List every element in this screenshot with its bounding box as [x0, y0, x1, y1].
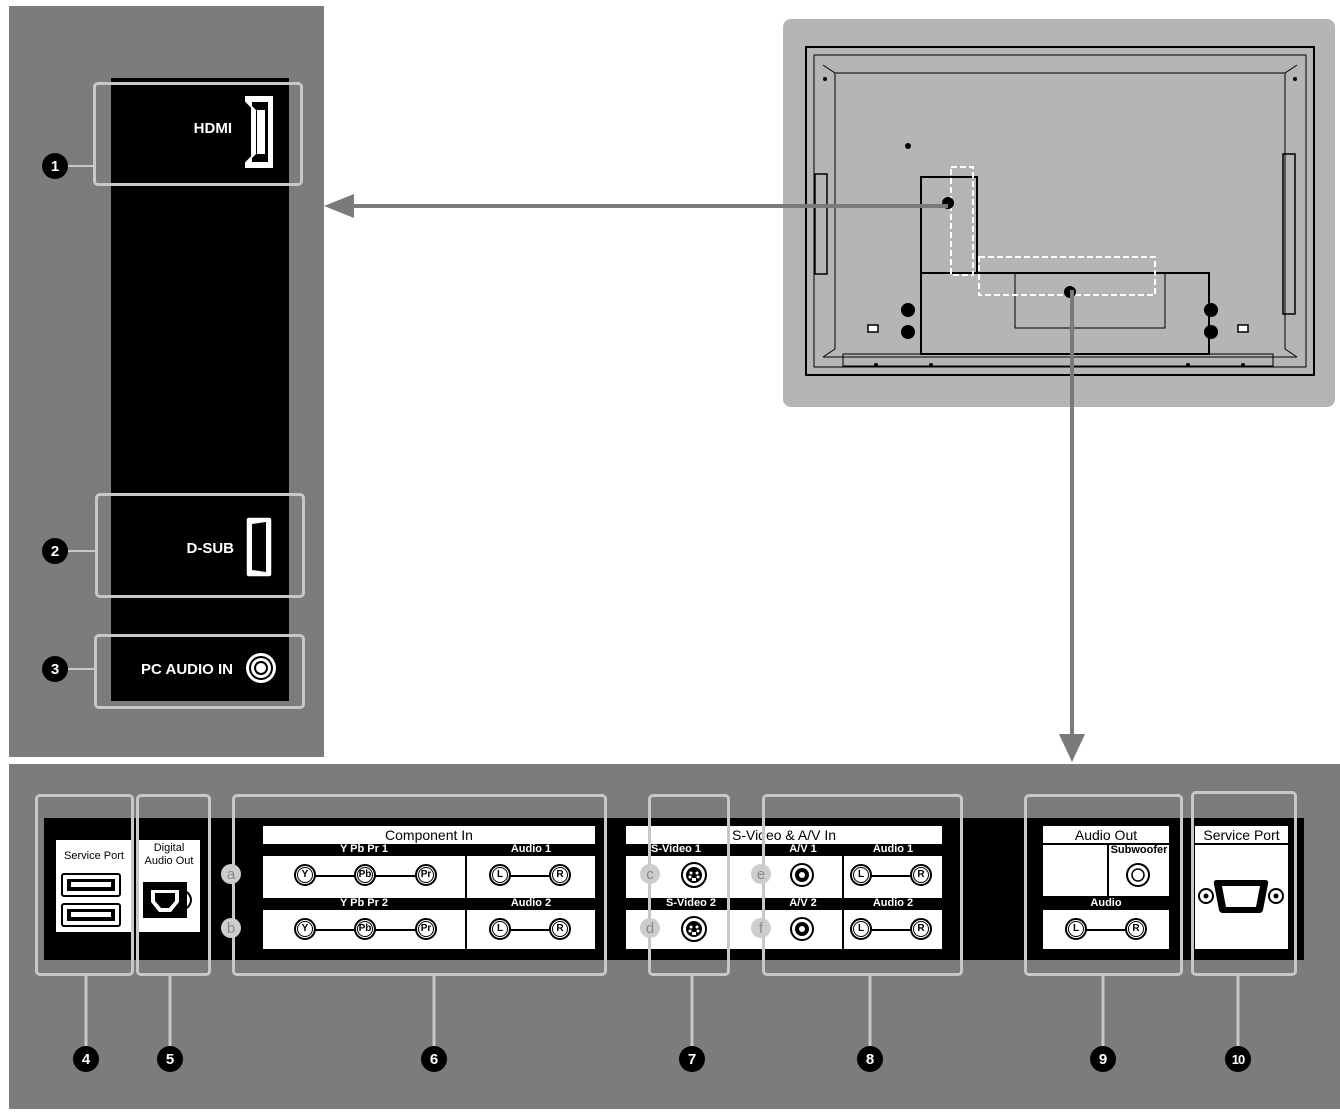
audio-out-l-jack: L — [1065, 918, 1087, 940]
pc-audio-highlight — [94, 634, 305, 709]
callout-1: 1 — [42, 153, 68, 179]
component-in-highlight — [232, 794, 607, 976]
svav-audio1-r-jack: R — [910, 864, 932, 886]
sub-letter-f: f — [751, 918, 771, 938]
svideo1-jack-icon — [681, 862, 707, 888]
svav-audio2-wire — [861, 929, 921, 931]
svideo-row2-band — [626, 898, 942, 910]
component-row2-label: Y Pb Pr 2 — [339, 897, 389, 909]
digital-audio-out-label: Digital Audio Out — [144, 842, 194, 867]
dsub-label: D-SUB — [186, 540, 235, 557]
component-audio2-l-jack: L — [489, 918, 511, 940]
tv-back-panel — [783, 19, 1335, 407]
svideo1-label: S-Video 1 — [651, 843, 701, 855]
svideo-highlight — [648, 794, 730, 976]
component-pb2-jack: Pb — [354, 918, 376, 940]
dsub-port-icon — [243, 516, 275, 578]
callout-9: 9 — [1090, 1046, 1116, 1072]
serial-port-icon — [1197, 876, 1285, 916]
service-port-left-highlight — [35, 794, 134, 976]
component-audio1-label: Audio 1 — [510, 843, 552, 855]
sub-letter-e: e — [751, 864, 771, 884]
component-row1-label: Y Pb Pr 1 — [339, 843, 389, 855]
av1-jack-icon — [790, 863, 814, 887]
callout-3-leader — [68, 668, 95, 670]
audio-out-r-jack: R — [1125, 918, 1147, 940]
service-port-right-highlight — [1191, 791, 1297, 976]
component-pb1-jack: Pb — [354, 864, 376, 886]
av-highlight — [762, 794, 963, 976]
svav-audio1-label: Audio 1 — [872, 843, 914, 855]
callout-2: 2 — [42, 538, 68, 564]
av1-label: A/V 1 — [789, 843, 817, 855]
hdmi-label: HDMI — [193, 120, 232, 137]
component-in-title: Component In — [385, 827, 473, 843]
optical-port-icon — [140, 880, 196, 920]
service-port-right-rule — [1195, 843, 1288, 845]
svav-audio1-wire — [861, 875, 921, 877]
audio-out-band: Audio — [1043, 896, 1169, 910]
callout-3: 3 — [42, 656, 68, 682]
callout-10: 10 — [1225, 1046, 1251, 1072]
component-audio2-wire — [500, 929, 560, 931]
component-audio2-label: Audio 2 — [510, 897, 552, 909]
svav-audio2-l-jack: L — [850, 918, 872, 940]
pc-audio-jack-icon — [245, 652, 277, 684]
component-audio1-r-jack: R — [549, 864, 571, 886]
sub-letter-d: d — [640, 918, 660, 938]
audio-out-highlight — [1024, 794, 1183, 976]
usb-port-2-icon — [61, 903, 121, 927]
component-y1-jack: Y — [294, 864, 316, 886]
subwoofer-jack-icon — [1126, 863, 1150, 887]
pc-audio-label: PC AUDIO IN — [141, 661, 233, 678]
callout-5: 5 — [157, 1046, 183, 1072]
svideo2-label: S-Video 2 — [666, 897, 716, 909]
svideo2-jack-icon — [681, 916, 707, 942]
callout-4: 4 — [73, 1046, 99, 1072]
component-row2-band — [263, 898, 595, 910]
component-pr1-jack: Pr — [415, 864, 437, 886]
hdmi-highlight — [93, 82, 303, 186]
audio-out-rule — [1043, 843, 1169, 845]
component-pr2-jack: Pr — [415, 918, 437, 940]
callout-6: 6 — [421, 1046, 447, 1072]
digital-audio-out-highlight — [136, 794, 211, 976]
sub-letter-b: b — [221, 918, 241, 938]
audio-out-wire — [1076, 929, 1136, 931]
sub-letter-a: a — [221, 864, 241, 884]
usb-port-1-icon — [61, 873, 121, 897]
component-row1-band — [263, 844, 595, 856]
svideo-row1-band — [626, 844, 942, 856]
component-audio1-l-jack: L — [489, 864, 511, 886]
component-audio1-wire — [500, 875, 560, 877]
service-port-right-label: Service Port — [1203, 827, 1280, 843]
component-y2-jack: Y — [294, 918, 316, 940]
sub-letter-c: c — [640, 864, 660, 884]
dsub-highlight — [95, 493, 305, 598]
audio-out-title: Audio Out — [1074, 827, 1138, 843]
callout-7: 7 — [679, 1046, 705, 1072]
svav-audio2-r-jack: R — [910, 918, 932, 940]
av2-jack-icon — [790, 917, 814, 941]
callout-8: 8 — [857, 1046, 883, 1072]
audio-out-divider — [1107, 843, 1109, 896]
svav-divider — [842, 844, 844, 949]
service-port-left-label: Service Port — [64, 850, 124, 862]
component-divider — [465, 844, 467, 949]
svideo-av-title: S-Video & A/V In — [731, 827, 837, 843]
svav-audio2-label: Audio 2 — [872, 897, 914, 909]
av2-label: A/V 2 — [789, 897, 817, 909]
component-audio2-r-jack: R — [549, 918, 571, 940]
callout-1-leader — [68, 165, 94, 167]
subwoofer-label: Subwoofer — [1110, 844, 1168, 856]
svav-audio1-l-jack: L — [850, 864, 872, 886]
callout-2-leader — [68, 550, 96, 552]
hdmi-port-icon — [240, 92, 278, 172]
tv-back-drawing — [805, 46, 1315, 376]
